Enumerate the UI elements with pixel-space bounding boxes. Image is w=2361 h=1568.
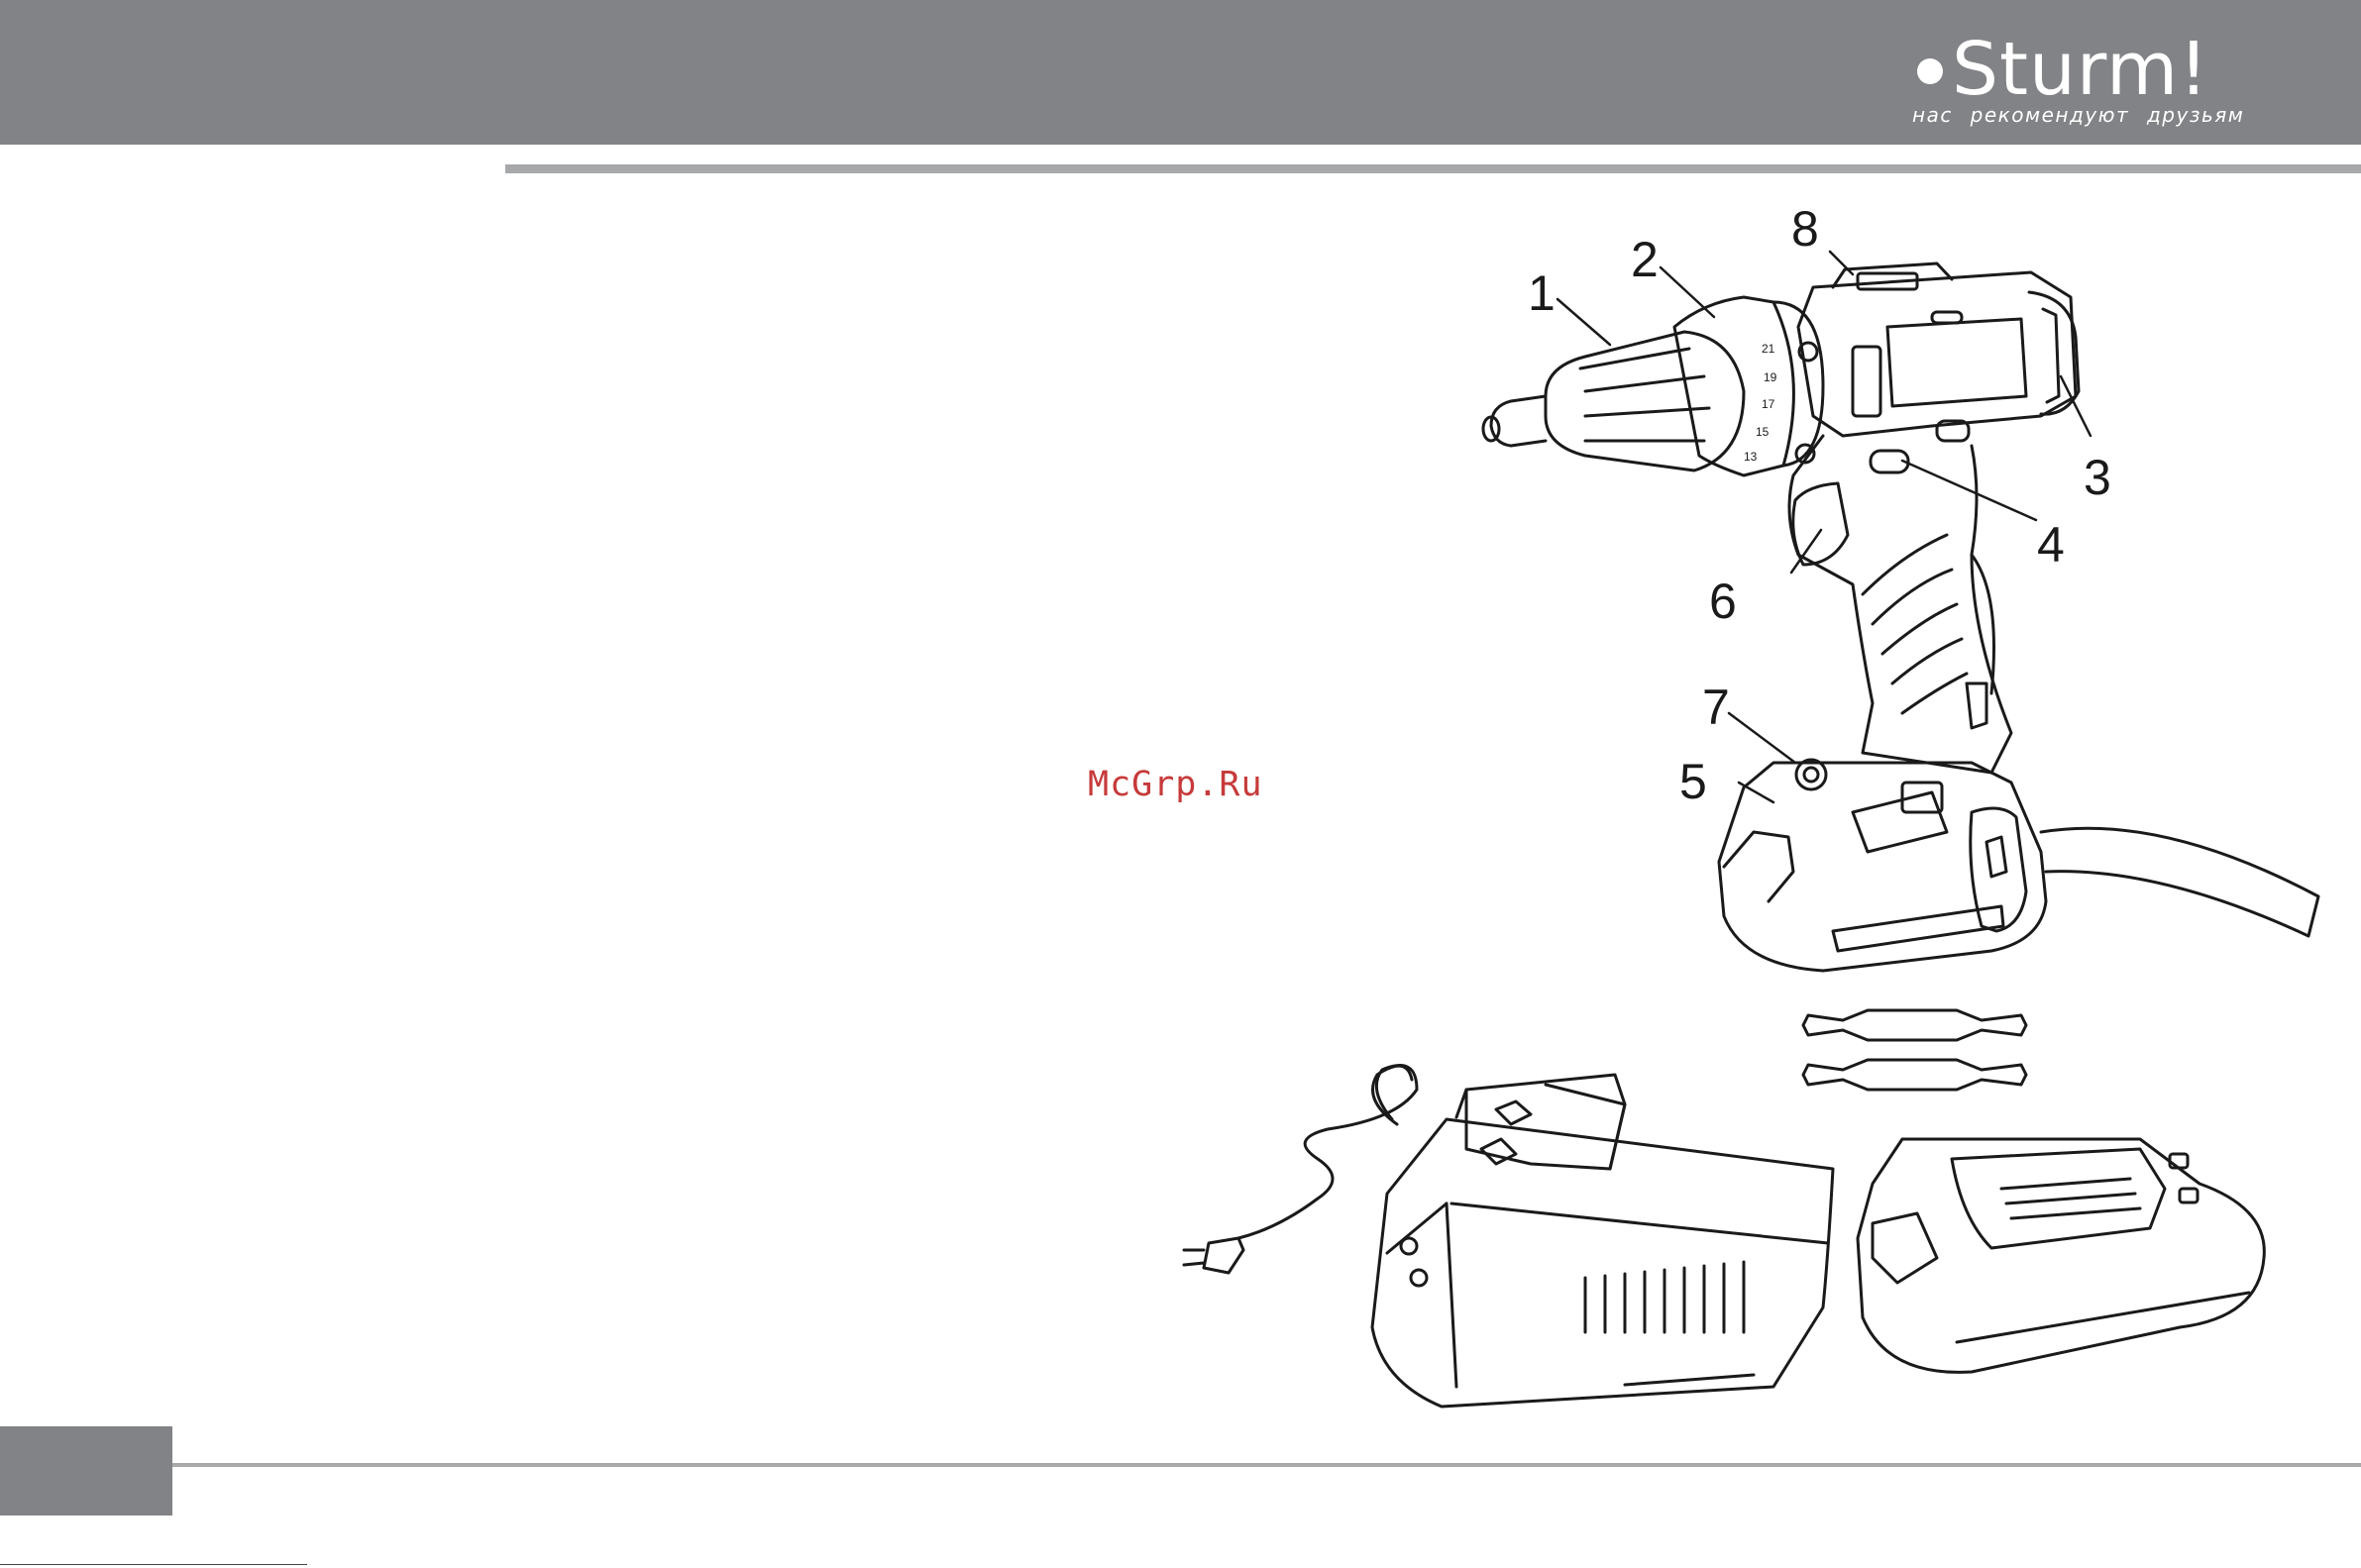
- chuck-scale-17: 17: [1762, 397, 1775, 411]
- trigger: [1793, 483, 1848, 565]
- drill-chuck: [1483, 332, 1744, 470]
- watermark: McGrp.Ru: [1088, 765, 1263, 804]
- bottom-rule: [172, 1463, 2361, 1467]
- spare-battery: [1858, 1139, 2264, 1372]
- screwdriver-bits: [1803, 1010, 2026, 1090]
- chuck-scale-15: 15: [1756, 425, 1770, 439]
- chuck-scale: 13 15 17 19 21: [1744, 342, 1777, 464]
- callout-6: 6: [1709, 574, 1737, 629]
- callout-2: 2: [1631, 232, 1659, 287]
- callout-3: 3: [2084, 450, 2111, 505]
- callout-4: 4: [2037, 517, 2065, 573]
- charger: [1372, 1075, 1833, 1407]
- callout-8: 8: [1791, 201, 1819, 257]
- callout-7: 7: [1702, 679, 1730, 735]
- footnote-rule: [0, 1564, 307, 1565]
- chuck-scale-21: 21: [1762, 342, 1775, 356]
- chuck-scale-13: 13: [1744, 450, 1758, 464]
- page-number-block: [0, 1426, 172, 1516]
- drill-battery: [1719, 760, 2318, 971]
- callout-5: 5: [1679, 754, 1707, 809]
- drill-motor-housing: [1798, 272, 2079, 436]
- callout-1: 1: [1528, 265, 1556, 321]
- callout-leaders: [1557, 252, 2091, 802]
- chuck-scale-19: 19: [1764, 370, 1777, 384]
